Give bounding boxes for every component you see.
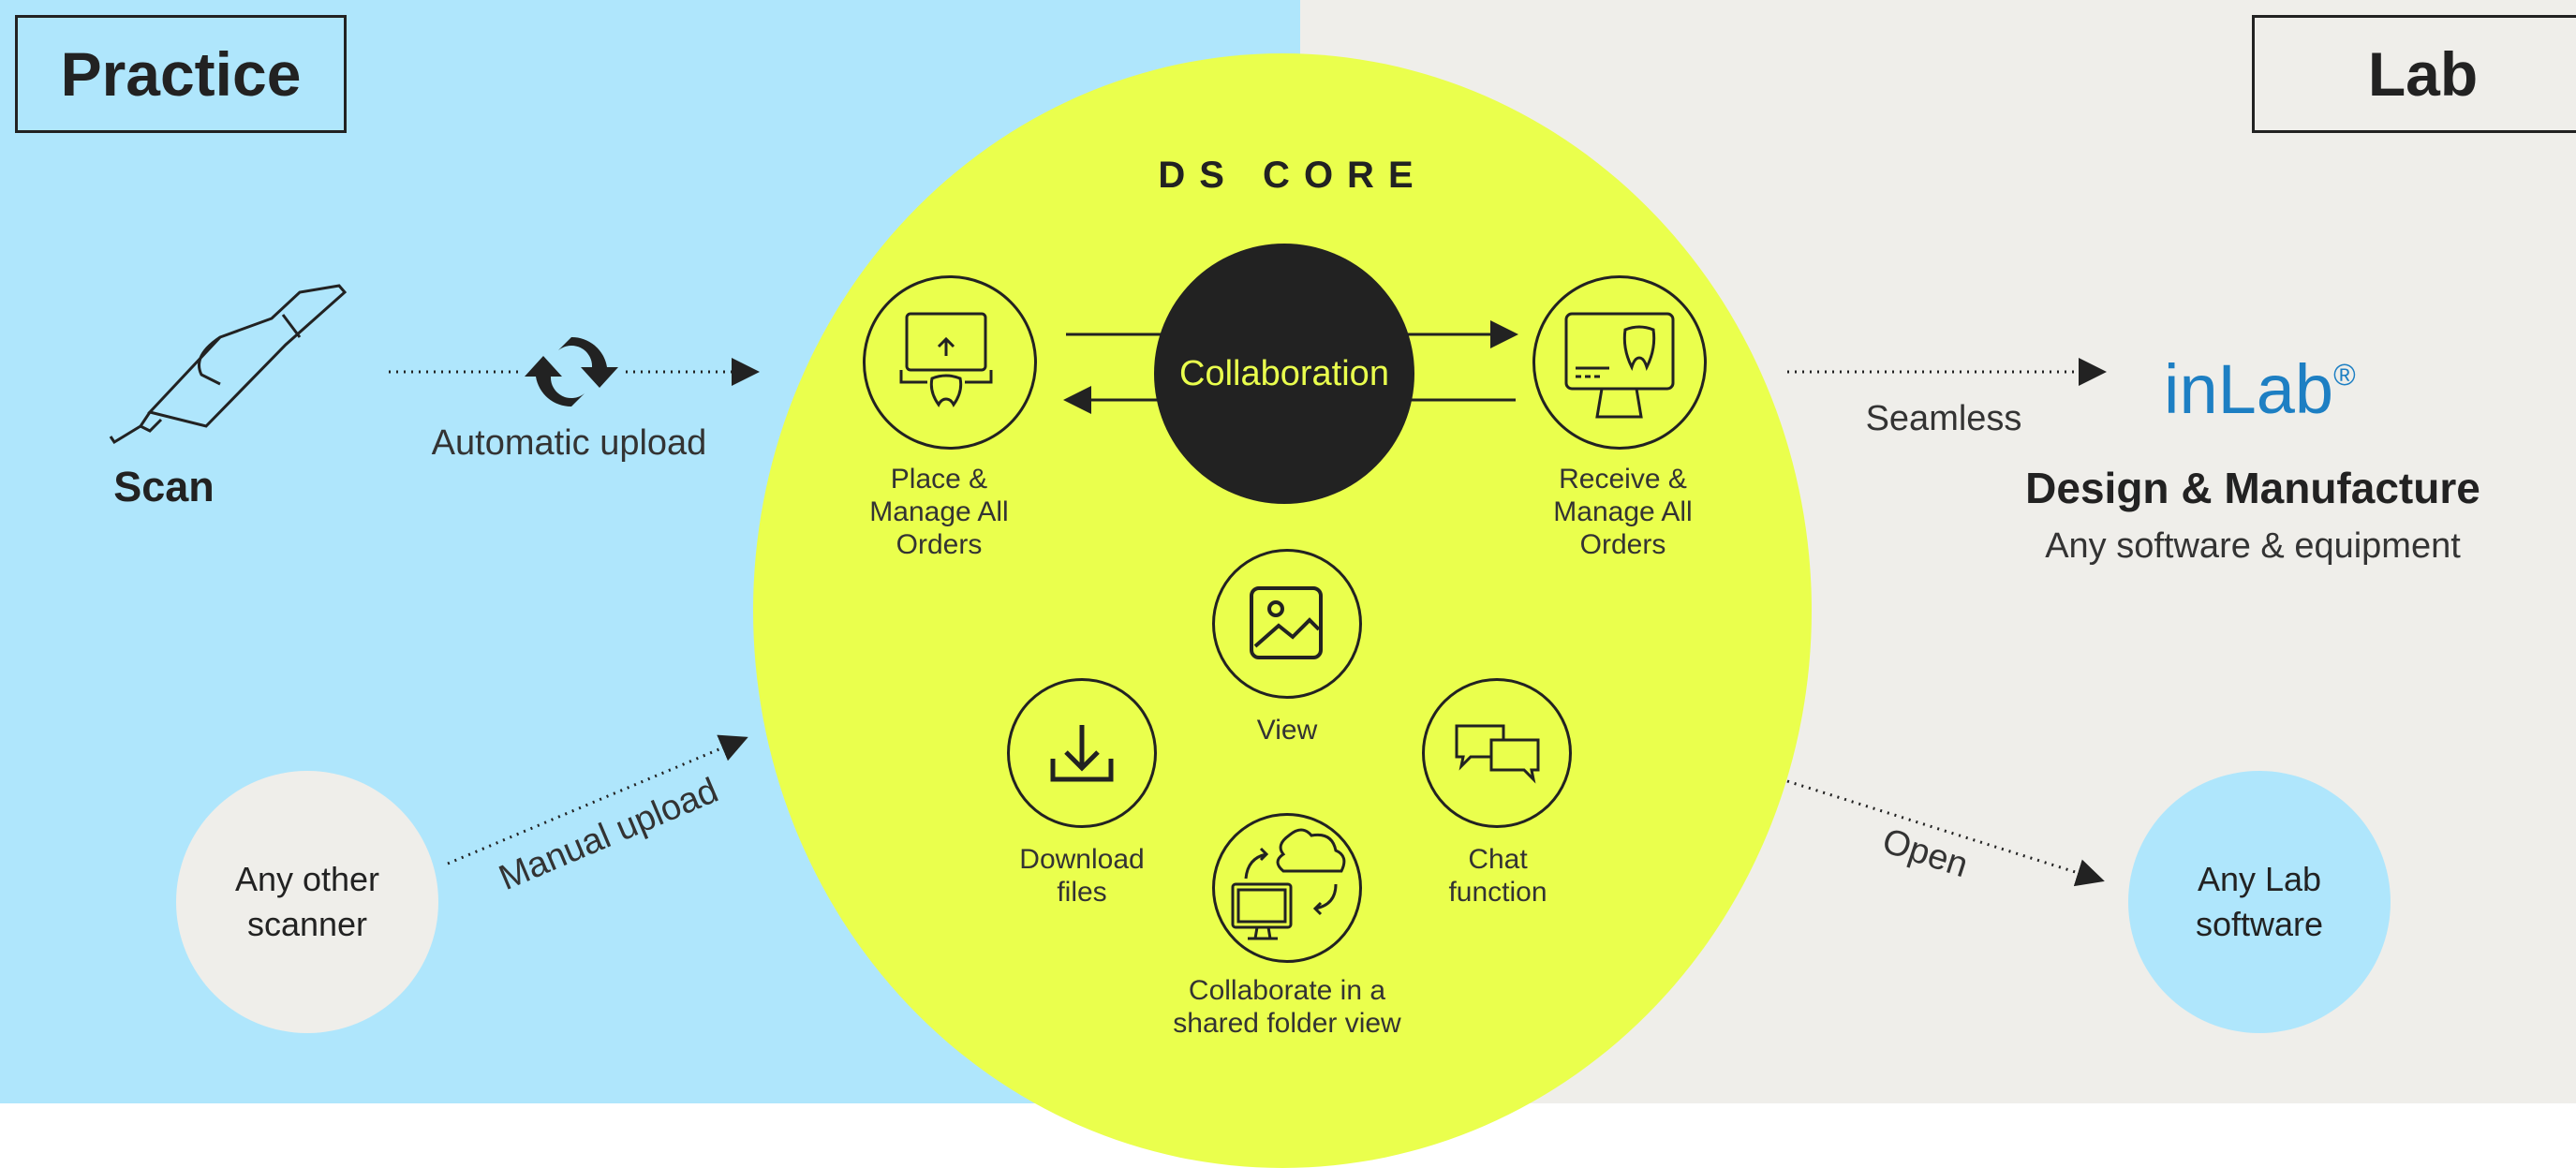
receive-orders-node [1532,275,1707,450]
inlab-registered-mark: ® [2333,358,2356,392]
automatic-upload-label: Automatic upload [431,423,707,463]
shared-folder-node [1212,813,1362,963]
view-node [1212,549,1362,699]
place-orders-line-3: Orders [896,529,983,560]
receive-orders-line-1: Receive & [1559,464,1687,495]
chat-label: Chat function [1390,843,1606,909]
sync-icon [525,336,618,407]
intraoral-scanner-icon [109,284,348,445]
ds-core-title: DS CORE [1158,155,1428,196]
other-scanner-line-2: scanner [246,905,368,943]
receive-orders-line-2: Manage All [1553,496,1693,527]
place-orders-line-1: Place & [890,464,988,495]
shared-folder-line-2: shared folder view [1173,1008,1401,1039]
download-label: Download files [974,843,1190,909]
download-line-2: files [1057,877,1107,908]
practice-title: Practice [15,15,347,133]
lab-software-line-1: Any Lab [2197,860,2322,898]
shared-folder-label: Collaborate in a shared folder view [1137,974,1437,1040]
view-label: View [1256,715,1318,746]
place-orders-line-2: Manage All [869,496,1009,527]
collaboration-node: Collaboration [1154,244,1414,504]
place-orders-node [863,275,1037,450]
design-manufacture-title: Design & Manufacture [2025,464,2480,512]
lab-software-node: Any Lab software [2128,771,2391,1033]
receive-orders-label: Receive & Manage All Orders [1508,463,1738,561]
chat-line-2: function [1448,877,1547,908]
chat-line-1: Chat [1468,844,1528,875]
other-scanner-node: Any other scanner [176,771,438,1033]
chat-node [1422,678,1572,828]
scan-label: Scan [113,463,215,510]
lab-software-line-2: software [2195,905,2324,943]
download-node [1007,678,1157,828]
download-line-1: Download [1019,844,1145,875]
collaboration-label: Collaboration [1179,353,1389,393]
shared-folder-line-1: Collaborate in a [1188,975,1386,1006]
other-scanner-line-1: Any other [234,860,380,898]
inlab-logo-text: inLab [2164,350,2334,428]
lab-title: Lab [2252,15,2576,133]
inlab-logo: inLab® [2164,337,2356,427]
design-manufacture-subtitle: Any software & equipment [2045,526,2461,566]
place-orders-label: Place & Manage All Orders [824,463,1054,561]
seamless-label: Seamless [1865,399,2022,438]
receive-orders-line-3: Orders [1579,529,1666,560]
